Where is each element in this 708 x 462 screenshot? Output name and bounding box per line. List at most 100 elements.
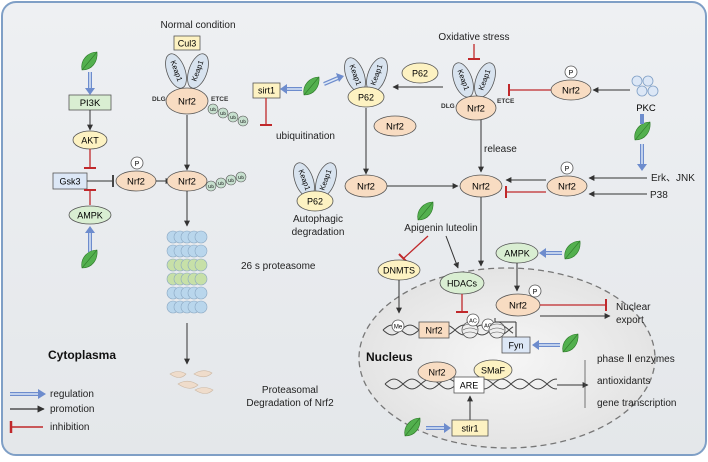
- nuclear-export-label-2: export: [616, 315, 644, 326]
- nuclear-export-label-1: Nuclear: [616, 302, 651, 313]
- svg-text:Nrf2: Nrf2: [472, 182, 490, 193]
- phase2-label: phase Ⅱ enzymes: [597, 354, 675, 365]
- ampk-label-nuclear: AMPK: [504, 249, 530, 259]
- stir1-label: stir1: [461, 424, 478, 434]
- svg-text:ETCE: ETCE: [211, 96, 229, 103]
- oxidative-stress-label: Oxidative stress: [438, 32, 509, 43]
- svg-text:Ub: Ub: [230, 115, 236, 120]
- sirt1-label: sirt1: [258, 86, 275, 96]
- antioxidants-label: antioxidants: [597, 376, 650, 387]
- svg-text:AC: AC: [484, 324, 492, 330]
- nrf2-node-pkc: [550, 79, 592, 101]
- nrf2-node-free: [373, 115, 417, 137]
- svg-text:Nrf2: Nrf2: [425, 326, 442, 336]
- apigenin-label: Apigenin luteolin: [404, 223, 477, 234]
- cytoplasma-label: Cytoplasma: [48, 348, 116, 362]
- cul3-node: [173, 35, 201, 51]
- svg-text:P: P: [533, 289, 538, 296]
- svg-text:P62: P62: [358, 93, 374, 103]
- leaf-icon: [417, 201, 434, 221]
- dnmts-label: DNMTS: [383, 266, 415, 276]
- svg-text:Nrf2: Nrf2: [428, 368, 445, 378]
- svg-text:Nrf2: Nrf2: [509, 301, 527, 312]
- ampk-label-left: AMPK: [77, 211, 103, 221]
- release-label: release: [484, 144, 517, 155]
- leaf-icon: [81, 249, 98, 269]
- leaf-icon: [404, 417, 421, 437]
- svg-text:DLG: DLG: [441, 103, 455, 110]
- cul3-label: Cul3: [178, 39, 197, 49]
- legend-promotion: promotion: [50, 404, 94, 415]
- legend-inhibition: inhibition: [50, 422, 89, 433]
- svg-text:P: P: [135, 161, 140, 168]
- degraded-fragments-icon: [169, 370, 214, 394]
- nrf2-node-mapk: [546, 175, 588, 197]
- leaf-icon: [81, 51, 98, 71]
- svg-text:ETCE: ETCE: [497, 98, 515, 105]
- svg-text:Ub: Ub: [218, 181, 224, 186]
- fyn-label: Fyn: [508, 341, 523, 351]
- svg-text:Ub: Ub: [210, 107, 216, 112]
- proteasome-26s-icon: [166, 230, 208, 314]
- svg-text:Nrf2: Nrf2: [178, 177, 196, 188]
- svg-text:Nrf2: Nrf2: [562, 86, 580, 97]
- p62-node-autophagic: [296, 190, 334, 212]
- legend-regulation: regulation: [50, 389, 94, 400]
- leaf-icon: [562, 333, 579, 353]
- are-label: ARE: [460, 381, 479, 391]
- phospho-badge: [560, 161, 574, 175]
- nrf2-node-normal: [165, 87, 209, 115]
- svg-text:Ub: Ub: [228, 178, 234, 183]
- autophagic-label-2: degradation: [292, 227, 345, 238]
- svg-text:P62: P62: [307, 197, 323, 207]
- svg-text:Nrf2: Nrf2: [178, 97, 196, 108]
- phospho-badge: [130, 156, 144, 170]
- leaf-icon: [634, 121, 651, 141]
- nrf2-node-are: [417, 361, 457, 383]
- proteasomal-label-1: Proteasomal: [262, 385, 318, 396]
- nucleus-membrane: [358, 267, 656, 449]
- svg-text:P: P: [569, 70, 574, 77]
- ubiquitin-chain-central: Ub Ub Ub Ub: [205, 171, 247, 192]
- svg-text:Ub: Ub: [240, 119, 246, 124]
- gene-transcription-label: gene transcription: [597, 398, 677, 409]
- smaf-node: [473, 359, 513, 381]
- svg-text:Me: Me: [394, 325, 403, 331]
- phospho-badge: [564, 65, 578, 79]
- svg-text:Ub: Ub: [238, 175, 244, 180]
- erk-jnk-label: Erk、JNK: [651, 173, 695, 184]
- phospho-badge: [528, 284, 542, 298]
- proteasome-label: 26 s proteasome: [241, 261, 316, 272]
- svg-text:Ub: Ub: [208, 184, 214, 189]
- keap1-dimer-p62: Keap1 Keap1: [344, 57, 388, 93]
- autophagic-label-1: Autophagic: [293, 214, 343, 225]
- leaf-icon: [303, 76, 320, 96]
- svg-text:Nrf2: Nrf2: [467, 104, 485, 115]
- are-element: [453, 376, 485, 394]
- legend: regulation promotion inhibition: [9, 389, 94, 433]
- normal-condition-label: Normal condition: [160, 20, 235, 31]
- smaf-label: SMaF: [481, 366, 506, 376]
- svg-text:DLG: DLG: [152, 96, 166, 103]
- svg-text:P62: P62: [412, 69, 428, 79]
- gsk3-label: Gsk3: [59, 177, 80, 187]
- pi3k-label: PI3K: [80, 98, 101, 109]
- nucleus-label: Nucleus: [366, 350, 413, 364]
- akt-label: AKT: [81, 136, 99, 146]
- hdacs-label: HDACs: [447, 279, 478, 289]
- stir1-node: [451, 419, 489, 437]
- nrf2-node-oxidative: [455, 95, 497, 121]
- svg-text:Nrf2: Nrf2: [127, 177, 145, 188]
- leaf-icon: [564, 240, 581, 260]
- p38-label: P38: [650, 190, 668, 201]
- keap1-dimer-normal: Keap1 Keap1: [165, 53, 209, 89]
- p62-node: [401, 62, 439, 84]
- svg-text:AC: AC: [469, 319, 477, 325]
- svg-text:Ub: Ub: [220, 111, 226, 116]
- svg-text:Nrf2: Nrf2: [558, 182, 576, 193]
- nrf2-gene-box: [418, 321, 450, 339]
- ubiquitin-chain-normal: Ub Ub Ub Ub: [207, 103, 249, 127]
- svg-text:Nrf2: Nrf2: [357, 182, 375, 193]
